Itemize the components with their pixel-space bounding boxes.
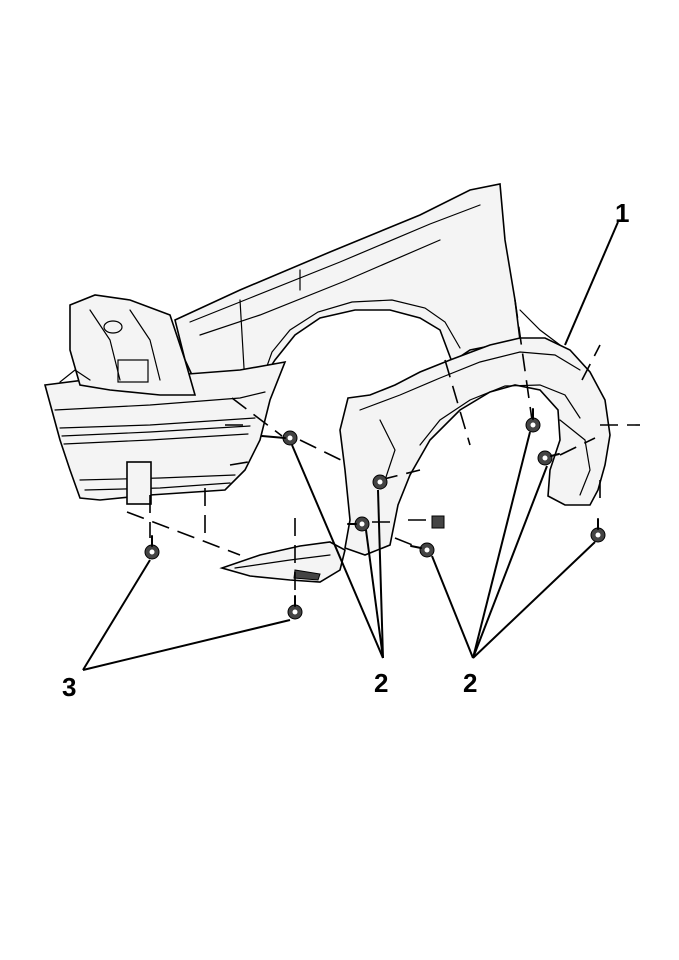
fender-liner [339,309,611,556]
lower-front-deflector [219,541,346,583]
fastener-screw [410,542,435,558]
fastener-screw [590,518,606,543]
fastener-screw [261,430,298,446]
callout-1: 1 [615,198,629,228]
fastener-screw [287,595,303,620]
callout-2b: 2 [463,668,477,698]
callout-3: 3 [62,672,76,702]
front-bumper-fascia [43,360,287,505]
fasteners [144,408,606,620]
fastener-screw [372,474,388,490]
callouts: 1 2 2 3 [62,198,629,702]
fastener-screw [347,516,370,532]
alignment-lines [126,299,640,600]
fastener-screw [144,535,160,560]
fastener-screw [537,450,560,466]
radiator-support-structure [59,294,197,396]
fastener-clip [431,515,445,529]
fastener-screw [525,408,541,433]
callout-2a: 2 [374,668,388,698]
leader-lines [82,221,619,671]
